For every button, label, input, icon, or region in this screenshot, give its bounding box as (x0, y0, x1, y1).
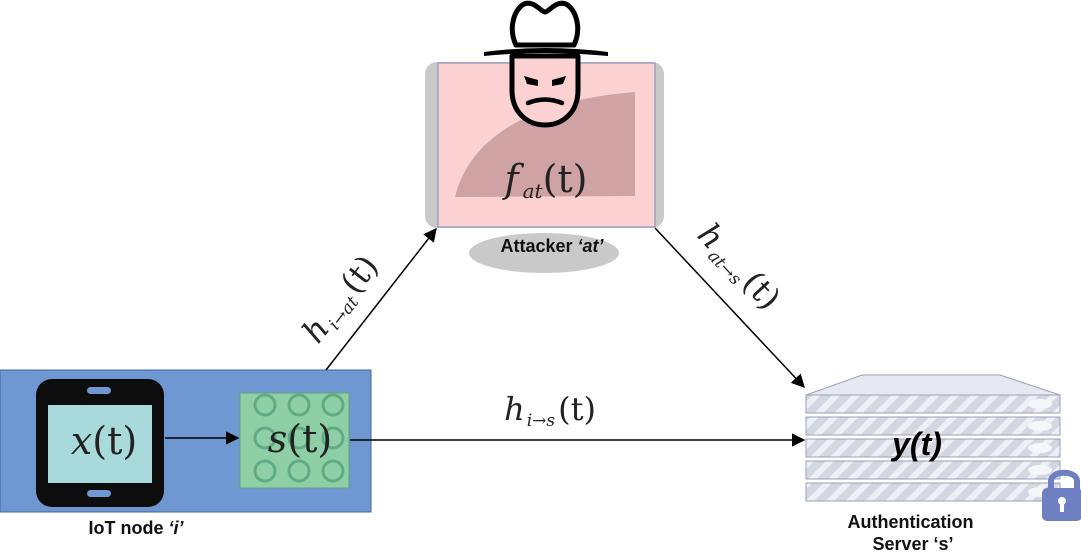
iot-node-label: IoT node ‘i’ (88, 518, 184, 538)
attacker-to-server-channel-label: hat→s(t) (688, 216, 788, 320)
server-signal-label: y(t) (890, 426, 942, 462)
attacker-to-server-arrow (654, 227, 805, 388)
iot-node: x(t) s(t) IoT node ‘i’ (0, 369, 372, 538)
lock-icon (1042, 469, 1081, 521)
smartphone-icon (36, 379, 164, 507)
encoder-grid-icon (239, 392, 350, 489)
attacker-label: Attacker ‘at’ (500, 236, 604, 256)
node-to-attacker-channel-label: hi→at(t) (294, 248, 388, 352)
node-to-attacker-arrow (325, 227, 437, 371)
hacker-hat-icon (484, 0, 608, 128)
server-rack-icon (805, 374, 1061, 502)
authentication-server: y(t) Authentication Server ‘s’ (805, 374, 1081, 554)
encoded-signal-label: s(t) (268, 417, 332, 461)
monitor-icon (425, 62, 664, 273)
input-signal-label: x(t) (71, 419, 137, 463)
server-label: Authentication Server ‘s’ (847, 512, 978, 554)
